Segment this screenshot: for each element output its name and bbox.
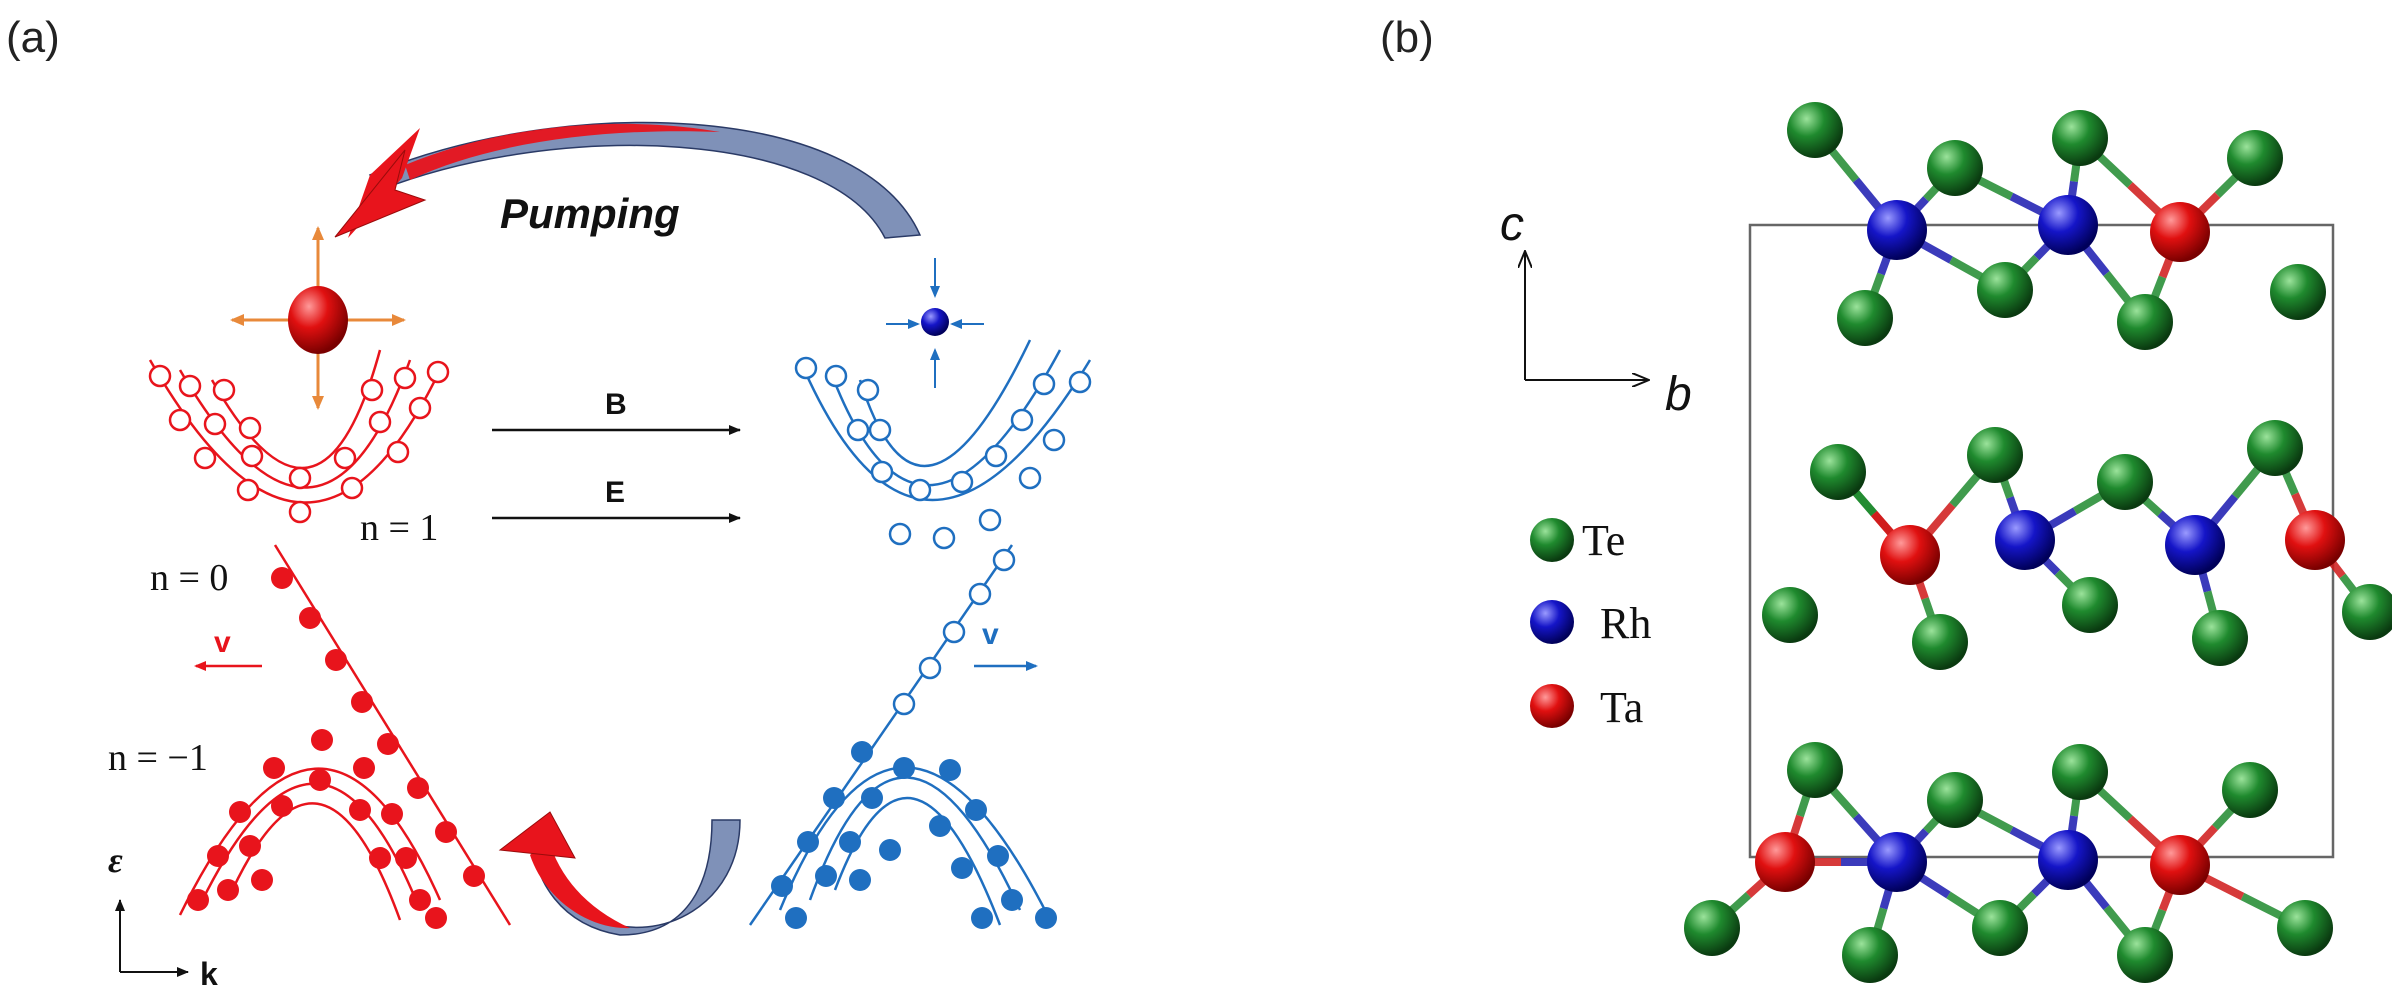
te-atom [2270,264,2326,320]
blue-chiral-states [892,548,1016,716]
legend-item-ta: Ta [1530,683,1643,732]
blue-cone-upper-bands [798,339,1092,501]
te-atom [2192,610,2248,666]
panel-b: (b) c b Te Rh Ta [1380,13,2392,983]
ta-atom [1755,832,1815,892]
rh-atom [2038,830,2098,890]
pumping-arrow [334,121,922,239]
te-atom [2222,762,2278,818]
te-atom [1837,290,1893,346]
nm1-label: n = −1 [108,737,208,779]
axis-c-label: c [1500,198,1524,251]
te-atom [1927,140,1983,196]
te-atom [2062,577,2118,633]
red-cone [148,349,512,929]
k-axis-label: k [200,956,218,992]
red-cone-upper-states [148,360,450,524]
energy-axis-label: ε [108,840,123,880]
v-left-label: v [214,626,231,659]
red-chiral-states [271,567,485,887]
blue-cone [748,339,1092,929]
te-atom [1684,900,1740,956]
rh-swatch [1530,600,1574,644]
element-legend: Te Rh Ta [1530,516,1651,732]
ta-atom [1880,525,1940,585]
legend-item-te: Te [1530,516,1625,565]
rh-atom [2038,195,2098,255]
te-atom [2117,294,2173,350]
n0-label: n = 0 [150,557,228,599]
pumping-label: Pumping [500,190,680,237]
te-atom [1787,742,1843,798]
ta-atom [2150,835,2210,895]
te-atom [2052,110,2108,166]
te-atom [2117,927,2173,983]
te-atom [1912,614,1968,670]
crystal-atoms [1684,102,2392,983]
b-field-label: B [605,388,627,421]
ta-atom [2150,202,2210,262]
crystal-axes [1525,252,1648,380]
rh-atom [1867,832,1927,892]
te-atom [1787,102,1843,158]
te-atom [2277,900,2333,956]
te-swatch [1530,518,1574,562]
panel-a: (a) Pumping B E [6,13,1092,992]
e-field-label: E [605,476,625,509]
te-atom [2247,420,2303,476]
svg-text:Te: Te [1582,516,1625,565]
blue-sink-ball [886,258,984,388]
ta-atom [2285,510,2345,570]
te-atom [2097,454,2153,510]
red-cone-lower-states [187,729,447,929]
v-right-label: v [982,618,999,651]
blue-chiral-branch [748,544,1014,926]
te-atom [1967,427,2023,483]
te-atom [2052,744,2108,800]
rh-atom [2165,515,2225,575]
panel-b-label: (b) [1380,13,1434,62]
te-atom [2342,584,2392,640]
n1-label: n = 1 [360,507,438,549]
blue-cone-lower-states [771,741,1057,929]
te-atom [1972,900,2028,956]
te-atom [1810,444,1866,500]
red-source-ball [230,226,406,410]
te-atom [1842,927,1898,983]
te-atom [1927,772,1983,828]
blue-cone-upper-states [794,356,1092,550]
panel-a-label: (a) [6,13,60,62]
svg-text:Rh: Rh [1600,599,1651,648]
energy-k-axes [115,899,189,977]
ta-swatch [1530,684,1574,728]
rh-atom [1867,200,1927,260]
te-atom [2227,130,2283,186]
axis-b-label: b [1665,368,1692,421]
red-cone-lower-bands [178,767,442,921]
te-atom [1977,262,2033,318]
rh-atom [1995,510,2055,570]
svg-text:Ta: Ta [1600,683,1643,732]
te-atom [1762,587,1818,643]
legend-item-rh: Rh [1530,599,1651,648]
return-arrow [498,811,741,936]
